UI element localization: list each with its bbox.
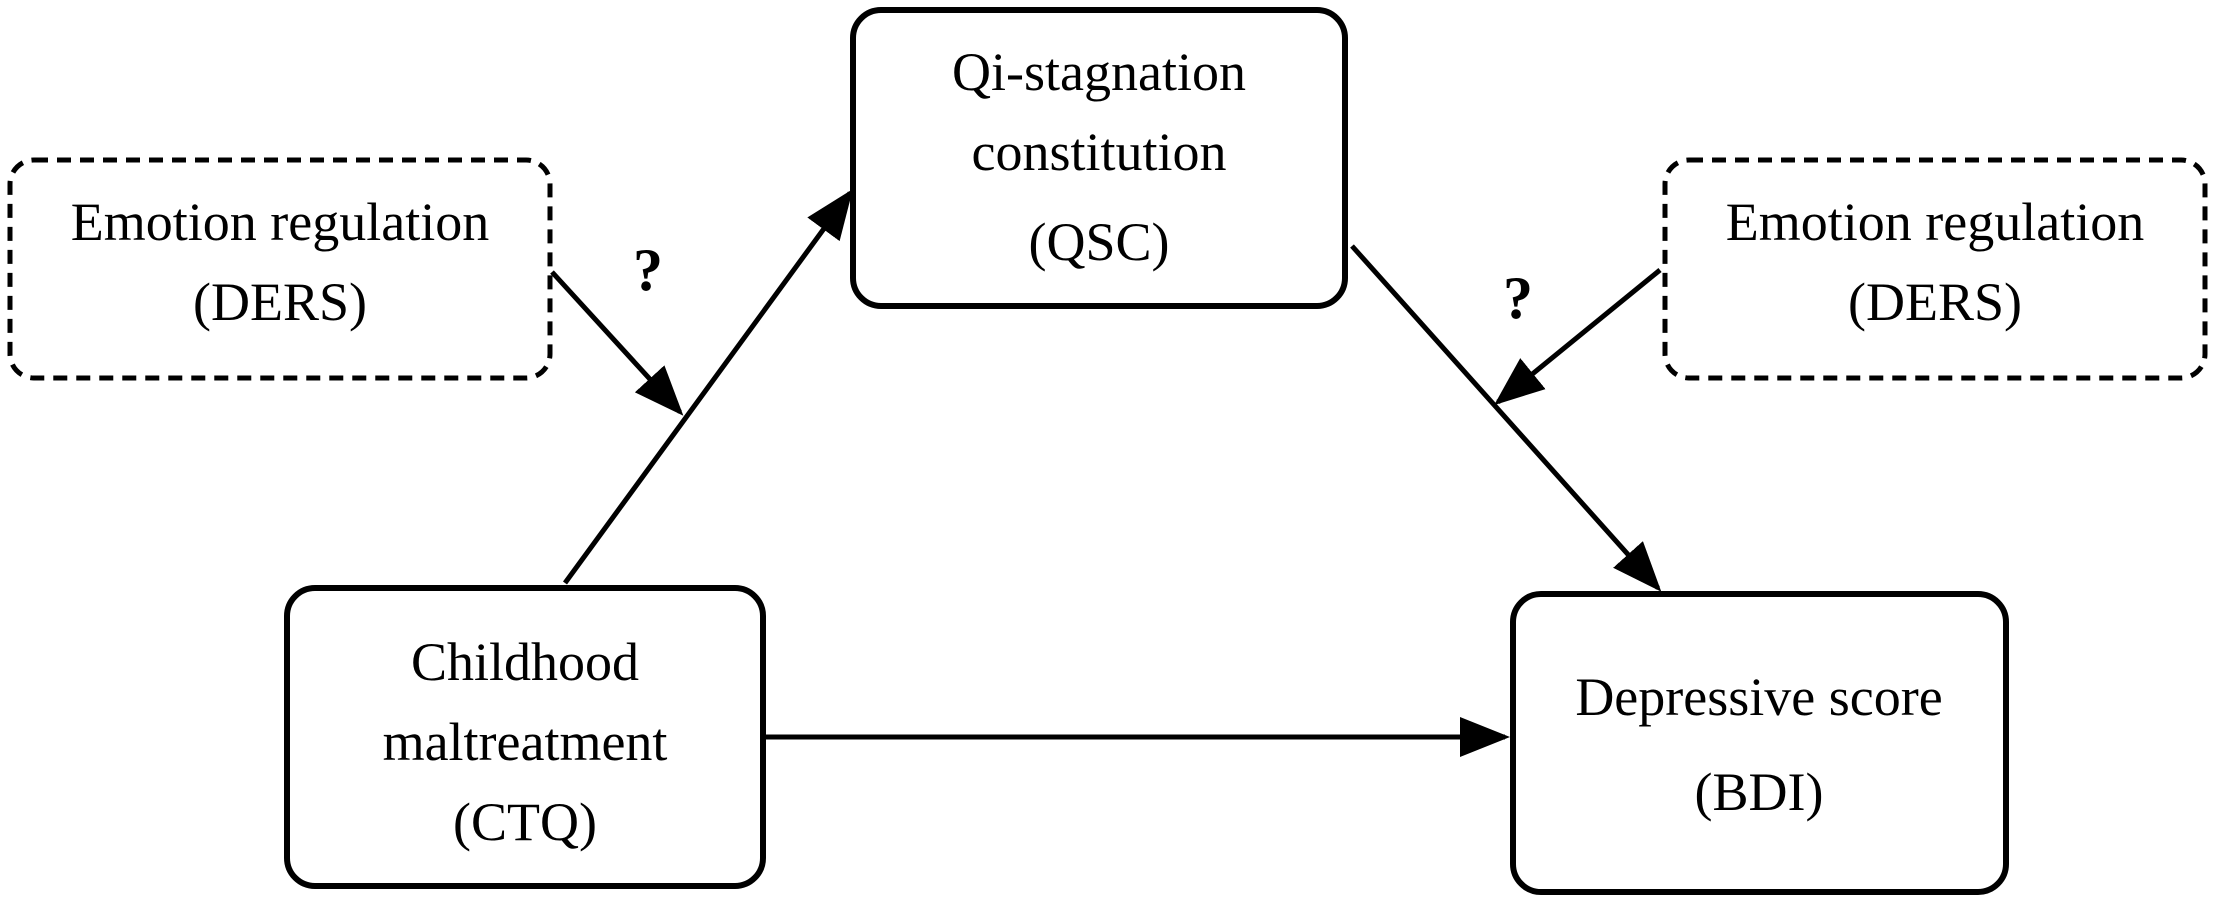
node-qi-stagnation-constitution: Qi-stagnation constitution (QSC) — [850, 7, 1348, 309]
question-mark-right: ? — [1503, 265, 1533, 331]
node-label-line: (CTQ) — [453, 792, 597, 852]
node-label-line: (QSC) — [1028, 212, 1169, 272]
node-childhood-maltreatment: Childhood maltreatment (CTQ) — [284, 585, 766, 889]
question-mark-left: ? — [633, 237, 663, 303]
node-label-line: constitution — [972, 122, 1227, 182]
node-emotion-regulation-right: Emotion regulation (DERS) — [1662, 157, 2208, 381]
node-depressive-score: Depressive score (BDI) — [1510, 591, 2009, 895]
node-label-line: (DERS) — [193, 272, 367, 332]
edge-qsc-to-bdi — [1350, 244, 1662, 592]
node-label-line: Emotion regulation — [1726, 192, 2144, 252]
edge-ders-right-moderation — [1494, 268, 1662, 406]
node-label-line: (DERS) — [1848, 272, 2022, 332]
node-label-line: Childhood — [411, 632, 639, 692]
edge-ders-left-moderation — [550, 270, 684, 416]
node-label-line: Qi-stagnation — [952, 42, 1246, 102]
edge-ctq-to-qsc — [562, 188, 853, 585]
node-label-line: Emotion regulation — [71, 192, 489, 252]
node-label-line: Depressive score — [1575, 667, 1942, 727]
node-label-line: maltreatment — [383, 712, 668, 772]
node-emotion-regulation-left: Emotion regulation (DERS) — [7, 157, 553, 381]
node-label-line: (BDI) — [1695, 762, 1824, 822]
